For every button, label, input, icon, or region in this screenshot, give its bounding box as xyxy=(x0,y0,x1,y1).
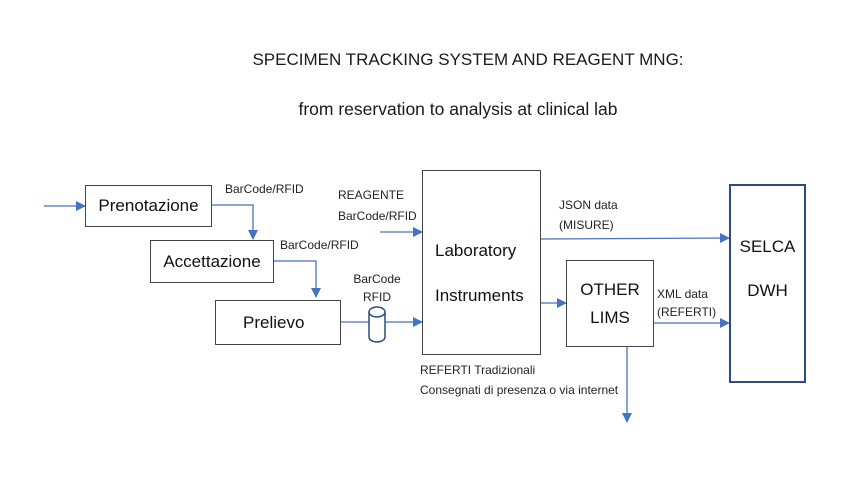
label-referti-1: REFERTI Tradizionali xyxy=(420,363,536,377)
label-json: JSON data (MISURE) xyxy=(559,196,618,234)
arrow-prenotazione-accettazione xyxy=(211,204,258,240)
tube-cylinder-icon xyxy=(368,306,386,343)
node-laboratory-instruments: Laboratory Instruments xyxy=(422,170,541,355)
label-xml: XML data (REFERTI) xyxy=(657,285,716,321)
node-other-label-2: LIMS xyxy=(590,307,630,327)
label-tube: BarCode RFID xyxy=(352,270,402,306)
node-other-label-1: OTHER xyxy=(580,279,640,299)
node-selca-label-1: SELCA xyxy=(739,236,796,256)
label-barcode-prenotazione: BarCode/RFID xyxy=(225,182,304,196)
label-reagente-1: REAGENTE xyxy=(338,188,405,202)
label-xml-1: XML data xyxy=(657,287,708,301)
label-barcode-accettazione: BarCode/RFID xyxy=(280,238,359,252)
label-referti-2: Consegnati di presenza o via internet xyxy=(420,383,619,397)
node-selca-dwh: SELCA DWH xyxy=(729,184,806,383)
arrow-accettazione-prelievo xyxy=(273,260,321,298)
node-lab-label-2: Instruments xyxy=(435,286,524,305)
label-referti: REFERTI Tradizionali Consegnati di prese… xyxy=(420,361,618,399)
arrow-lab-selca-json xyxy=(539,233,730,244)
node-prelievo: Prelievo xyxy=(215,300,341,345)
label-tube-2: RFID xyxy=(363,290,391,304)
label-xml-2: (REFERTI) xyxy=(657,305,717,319)
label-json-1: JSON data xyxy=(559,198,618,212)
label-tube-1: BarCode xyxy=(353,272,401,286)
diagram-title: SPECIMEN TRACKING SYSTEM AND REAGENT MNG… xyxy=(252,50,684,69)
label-json-2: (MISURE) xyxy=(559,218,614,232)
label-reagente-2: BarCode/RFID xyxy=(338,209,417,223)
node-accettazione: Accettazione xyxy=(150,240,274,283)
node-prenotazione: Prenotazione xyxy=(85,185,212,227)
label-reagente: REAGENTE BarCode/RFID xyxy=(338,186,417,225)
diagram-subtitle: from reservation to analysis at clinical… xyxy=(298,99,618,119)
node-lab-label-1: Laboratory xyxy=(435,241,517,260)
node-prelievo-label: Prelievo xyxy=(243,312,305,332)
node-other-lims: OTHER LIMS xyxy=(566,260,654,347)
node-prenotazione-label: Prenotazione xyxy=(98,196,199,215)
node-accettazione-label: Accettazione xyxy=(163,251,261,271)
node-selca-label-2: DWH xyxy=(747,280,788,300)
